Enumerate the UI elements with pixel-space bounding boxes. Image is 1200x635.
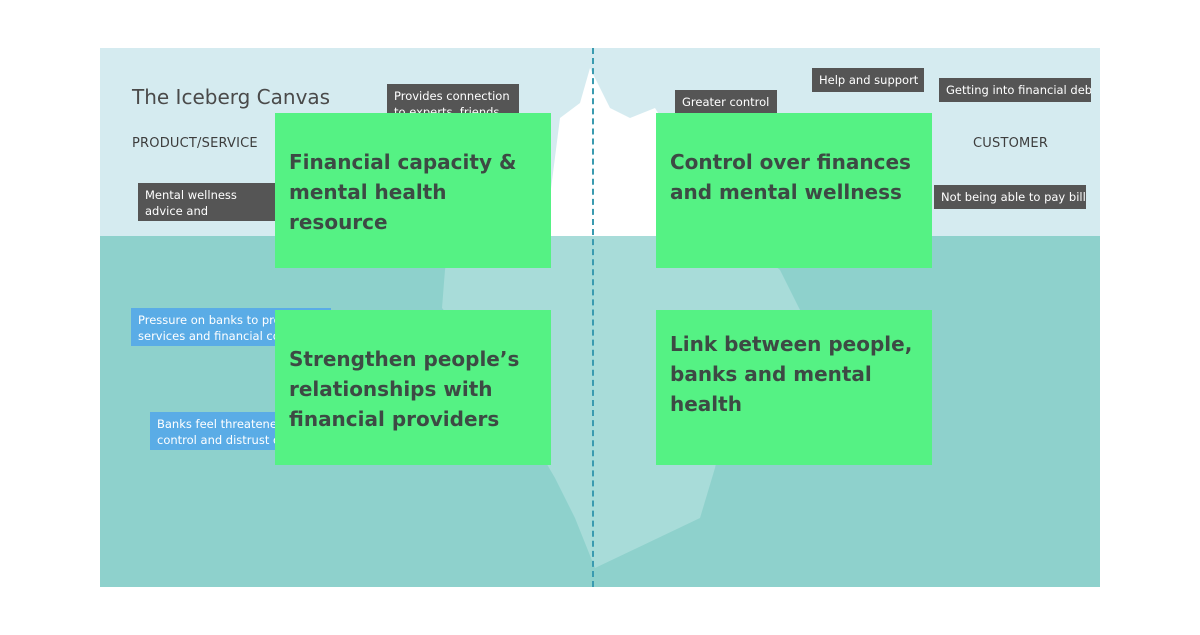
- tag-mental-wellness-advice[interactable]: Mental wellness advice and information: [138, 183, 283, 221]
- center-divider: [592, 48, 594, 587]
- tag-greater-control[interactable]: Greater control: [675, 90, 777, 114]
- tag-help-support[interactable]: Help and support: [812, 68, 924, 92]
- canvas-title: The Iceberg Canvas: [132, 85, 331, 109]
- product-service-label: PRODUCT/SERVICE: [132, 136, 258, 151]
- tag-not-pay-bills[interactable]: Not being able to pay bills: [934, 185, 1086, 209]
- note-top-left[interactable]: Financial capacity & mental health resou…: [275, 113, 551, 268]
- customer-label: CUSTOMER: [973, 136, 1049, 151]
- tag-financial-debt[interactable]: Getting into financial debt: [939, 78, 1091, 102]
- note-bottom-right[interactable]: Link between people, banks and mental he…: [656, 310, 932, 465]
- iceberg-canvas: The Iceberg Canvas PRODUCT/SERVICE CUSTO…: [100, 48, 1100, 587]
- note-bottom-left[interactable]: Strengthen people’s relationships with f…: [275, 310, 551, 465]
- note-top-right[interactable]: Control over finances and mental wellnes…: [656, 113, 932, 268]
